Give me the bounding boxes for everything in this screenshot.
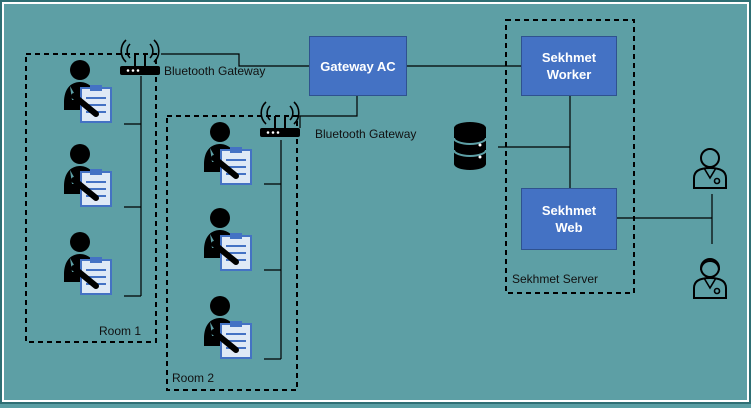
room-1-label: Room 1 (99, 324, 142, 338)
patient-icon (64, 60, 111, 122)
diagram-canvas (25, 19, 727, 391)
room-1-connectors (124, 76, 142, 297)
bluetooth-gateway-1-label: Bluetooth Gateway (164, 64, 266, 78)
wireless-router-icon (259, 101, 301, 138)
doctor-icon (693, 148, 727, 189)
sekhmet-worker-label-line1: Sekhmet (541, 50, 597, 65)
room-2-connectors (264, 140, 282, 360)
patient-icon (204, 122, 251, 184)
nurse-icon (693, 258, 727, 299)
patient-icon (204, 296, 251, 358)
bluetooth-gateway-2-label: Bluetooth Gateway (315, 127, 417, 141)
database-icon (453, 122, 487, 170)
sekhmet-web-label-line2: Web (555, 220, 583, 235)
patient-icon (64, 144, 111, 206)
gateway-ac-label: Gateway AC (320, 58, 396, 74)
sekhmet-worker-label-line2: Worker (546, 67, 592, 82)
wireless-router-icon (119, 39, 161, 76)
sekhmet-server-boundary (505, 19, 635, 294)
sekhmet-web-node: Sekhmet Web (521, 188, 617, 250)
gateway-ac-node: Gateway AC (309, 36, 407, 96)
sekhmet-worker-node: Sekhmet Worker (521, 36, 617, 96)
room-2-label: Room 2 (172, 371, 215, 385)
room-1-boundary (25, 53, 157, 343)
network-links (161, 53, 713, 244)
patient-icon (64, 232, 111, 294)
sekhmet-web-label-line1: Sekhmet (541, 203, 597, 218)
patient-icon (204, 208, 251, 270)
room-2-boundary (166, 115, 298, 391)
sekhmet-server-label: Sekhmet Server (512, 272, 599, 286)
